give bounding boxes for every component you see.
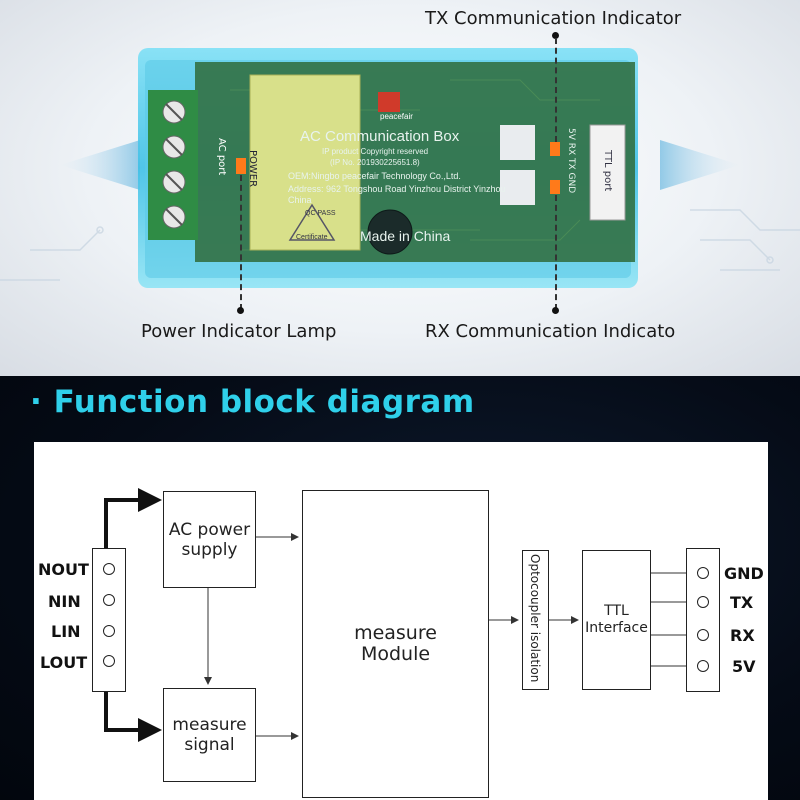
diagram-connections	[104, 488, 686, 742]
terminal-rx-label: RX	[730, 626, 755, 645]
terminal-nout-label: NOUT	[38, 560, 89, 579]
board-made-in: Made in China	[360, 228, 451, 244]
measure-signal-label: measure signal	[172, 715, 247, 755]
measure-module-label: measure Module	[354, 622, 437, 665]
ttl-port-label: TTL port	[602, 150, 613, 192]
terminal-gnd-circle	[697, 567, 709, 579]
terminal-nout-circle	[103, 563, 115, 575]
tx-callout-dot	[552, 32, 559, 39]
board-oem: OEM:Ningbo peacefair Technology Co.,Ltd.	[288, 171, 461, 181]
terminal-5v-label: 5V	[732, 657, 756, 676]
diagram-card: NOUT NIN LIN LOUT AC power supply measur…	[34, 442, 768, 800]
power-callout-dot	[237, 307, 244, 314]
terminal-lin-circle	[103, 625, 115, 637]
tx-indicator-callout: TX Communication Indicator	[425, 8, 682, 29]
terminal-rx-circle	[697, 629, 709, 641]
measure-module-block: measure Module	[302, 490, 489, 798]
terminal-nin-circle	[103, 594, 115, 606]
optocoupler-block	[522, 550, 549, 690]
board-address: Address: 962 Tongshou Road Yinzhou Distr…	[288, 184, 506, 205]
ttl-label: TTL	[604, 603, 629, 619]
terminal-tx-circle	[697, 596, 709, 608]
rx-callout-line	[555, 195, 557, 310]
board-copyright: IP product Copyright reserved	[322, 147, 429, 156]
terminal-5v-circle	[697, 660, 709, 672]
board-ip-no: (IP No. 201930225651.8)	[330, 158, 420, 167]
measure-signal-block: measure signal	[163, 688, 256, 782]
product-photo	[0, 48, 800, 288]
ac-port-label: AC port	[216, 138, 227, 176]
terminal-lout-circle	[103, 655, 115, 667]
board-brand: peacefair	[380, 112, 413, 121]
interface-label: Interface	[585, 620, 648, 636]
qc-pass-label: QC PASS	[305, 210, 336, 217]
terminal-nin-label: NIN	[48, 592, 81, 611]
tx-callout-line	[555, 38, 557, 142]
ac-power-supply-block: AC power supply	[163, 491, 256, 588]
rx-callout-dot	[552, 307, 559, 314]
power-label: POWER	[247, 150, 258, 188]
section-title: · Function block diagram	[30, 384, 475, 420]
pin-labels: 5V RX TX GND	[566, 128, 576, 194]
terminal-tx-label: TX	[730, 593, 754, 612]
optocoupler-label: Optocoupler isolation	[528, 554, 542, 683]
function-block-diagram-panel: · Function block diagram	[0, 376, 800, 800]
product-photo-panel: AC Communication Box IP product Copyrigh…	[0, 0, 800, 376]
rx-indicator-callout: RX Communication Indicato	[425, 321, 676, 342]
certificate-label: Certificate	[296, 234, 328, 241]
terminal-lout-label: LOUT	[40, 653, 88, 672]
power-indicator-callout: Power Indicator Lamp	[141, 321, 337, 342]
ttl-interface-block: TTL Interface	[582, 550, 651, 690]
board-title: AC Communication Box	[300, 128, 460, 145]
terminal-gnd-label: GND	[724, 564, 764, 583]
terminal-lin-label: LIN	[51, 622, 81, 641]
ac-power-supply-label: AC power supply	[168, 519, 251, 560]
power-callout-line	[240, 175, 242, 310]
